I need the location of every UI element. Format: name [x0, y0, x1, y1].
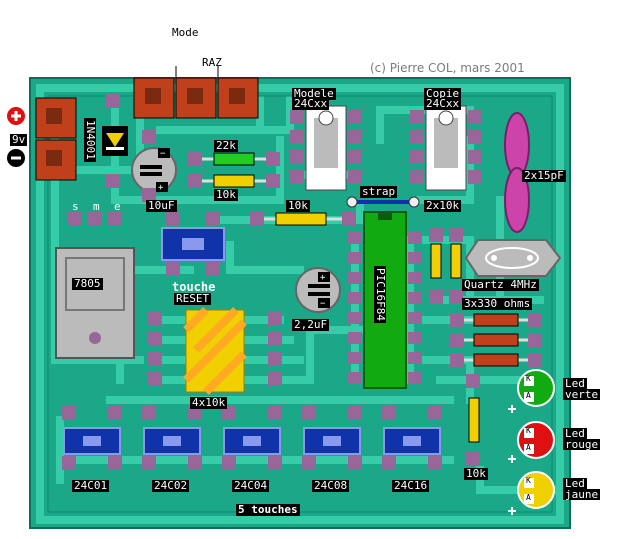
capacitor-10uf: + − [131, 147, 177, 193]
resistor-10k-a [188, 174, 280, 188]
pin-s-label: s [72, 200, 79, 213]
led-rouge-a: A [526, 443, 531, 452]
svg-text:+: + [320, 273, 326, 283]
connector-top [133, 66, 259, 119]
r10k-a-label: 10k [214, 188, 238, 201]
c2x15pf-label: 2x15pF [522, 169, 566, 182]
push-button-24c04 [222, 406, 282, 470]
button-label-24c01: 24C01 [72, 479, 110, 492]
r22k-label: 22k [214, 139, 238, 152]
resistor-2x10k [429, 228, 463, 304]
modele-label: Modele [292, 87, 336, 100]
resistor-10k-c [466, 374, 480, 466]
led-verte-line1: Led [563, 377, 587, 390]
mode-label: Mode [172, 26, 199, 39]
power-connector [35, 97, 77, 181]
button-label-24c04: 24C04 [232, 479, 270, 492]
pic-label: PIC16F84 [374, 266, 387, 323]
copie-chip-label: 24Cxx [424, 97, 462, 110]
led-jaune-line2: jaune [563, 488, 601, 501]
quartz-crystal [464, 239, 562, 277]
svg-text:−: − [160, 149, 166, 159]
resistor-3x330 [450, 313, 542, 367]
diode-label: 1N4001 [84, 118, 97, 162]
led-green [517, 369, 555, 407]
push-button-24c08 [302, 406, 362, 470]
power-label: 9v [10, 133, 28, 146]
capacitor-2-2uf: + − [295, 267, 341, 313]
r10k-b-label: 10k [286, 199, 310, 212]
push-button-24c02 [142, 406, 202, 470]
copper-outline [47, 95, 553, 513]
led-jaune-line1: Led [563, 477, 587, 490]
button-label-24c02: 24C02 [152, 479, 190, 492]
touch-buttons-row [62, 406, 442, 470]
led-jaune-k: K [526, 476, 531, 485]
r4x10k-label: 4x10k [190, 396, 228, 409]
c10uf-label: 10uF [146, 199, 177, 212]
touches-label: 5 touches [236, 503, 300, 516]
resistor-22k [188, 152, 280, 166]
reset-button [161, 212, 225, 276]
socket-copie [410, 105, 482, 191]
led-verte-a: A [526, 391, 531, 400]
touche-label: touche [172, 280, 216, 294]
copyright-text: (c) Pierre COL, mars 2001 [370, 61, 525, 75]
led-red [517, 421, 555, 459]
svg-text:+: + [158, 183, 164, 193]
raz-label: RAZ [202, 56, 222, 69]
regulator-7805 [55, 212, 135, 359]
push-button-24c01 [62, 406, 122, 470]
led-plus-icons [508, 405, 516, 515]
led-rouge-line2: rouge [563, 438, 601, 451]
led-rouge-k: K [526, 426, 531, 435]
led-verte-k: K [526, 374, 531, 383]
resistor-10k-b [250, 212, 356, 226]
capacitor-15pf-pair [504, 112, 530, 233]
led-yellow [517, 471, 555, 509]
pic-pins [348, 232, 422, 384]
modele-chip-label: 24Cxx [292, 97, 330, 110]
c22uf-label: 2,2uF [292, 318, 330, 331]
r2x10k-label: 2x10k [424, 199, 462, 212]
resistor-4x10k [148, 307, 282, 395]
button-label-24c08: 24C08 [312, 479, 350, 492]
r3x330-label: 3x330 ohms [462, 297, 533, 310]
led-verte-line2: verte [563, 388, 601, 401]
pin-m-label: m [93, 200, 100, 213]
button-label-24c16: 24C16 [392, 479, 430, 492]
r10k-c-label: 10k [464, 467, 488, 480]
copie-label: Copie [424, 87, 462, 100]
regulator-label: 7805 [72, 277, 103, 290]
pin-e-label: e [114, 200, 121, 213]
push-button-24c16 [382, 406, 442, 470]
quartz-label: Quartz 4MHz [462, 278, 539, 291]
svg-text:−: − [320, 299, 326, 309]
strap-label: strap [360, 185, 398, 198]
diode-1n4001 [102, 94, 128, 188]
led-rouge-line1: Led [563, 427, 587, 440]
socket-modele [290, 105, 362, 191]
reset-label: RESET [174, 292, 212, 305]
led-jaune-a: A [526, 493, 531, 502]
